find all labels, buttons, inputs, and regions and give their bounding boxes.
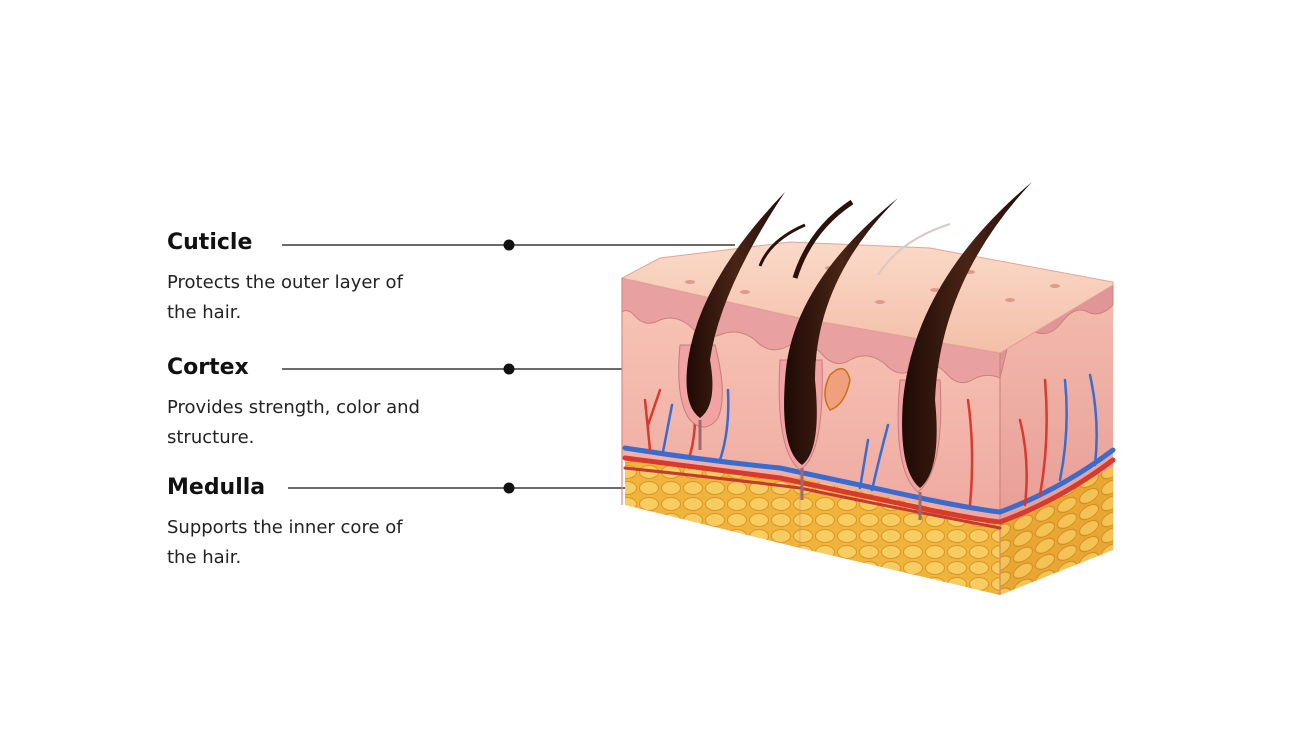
small-hair <box>877 223 951 276</box>
artery <box>622 455 1116 525</box>
cuticle-leader <box>282 239 735 251</box>
medulla-leader <box>288 482 660 494</box>
cuticle-leader-dot <box>503 239 515 251</box>
vein <box>622 445 1116 515</box>
fat-layer-front <box>625 455 1000 595</box>
sebaceous-gland <box>824 367 851 411</box>
medulla-description: Supports the inner core of the hair. <box>167 517 403 568</box>
cuticle-description: Protects the outer layer of the hair. <box>167 272 403 323</box>
cortex-leader-dot <box>503 363 515 375</box>
hair-follicle-3 <box>897 182 1032 520</box>
cortex-leader <box>282 363 680 375</box>
hair-follicle-2 <box>778 198 898 500</box>
fat-layer-side <box>1000 465 1113 595</box>
cortex-description: Provides strength, color and structure. <box>167 397 420 448</box>
skin-block <box>620 182 1116 595</box>
medulla-leader-dot <box>503 482 515 494</box>
small-hair <box>792 199 854 279</box>
cortex-title: Cortex <box>167 355 249 380</box>
small-hair <box>758 223 806 267</box>
medulla-title: Medulla <box>167 475 266 500</box>
blood-vessels <box>622 373 1116 530</box>
cuticle-title: Cuticle <box>167 230 253 255</box>
dermis-right-side <box>1000 285 1113 522</box>
hair-follicle-1 <box>678 192 785 450</box>
skin-surface <box>620 241 1114 354</box>
